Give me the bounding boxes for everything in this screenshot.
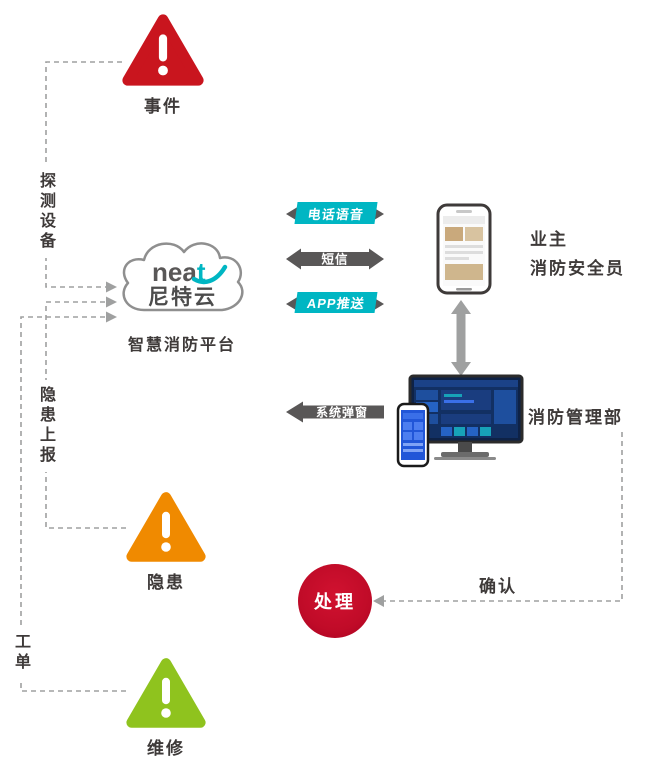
owner-label-line1: 业主 [530,230,568,249]
platform-label: 智慧消防平台 [127,337,236,354]
arrowhead-into-platform-2 [106,296,117,308]
neat-logo-text: neat [152,257,206,287]
logo-swoosh [191,264,228,285]
arrowhead-into-process [373,595,384,607]
hazard-warning-icon [126,492,206,562]
system-popup-label: 系统弹窗 [316,405,368,420]
arrowhead-into-platform-1 [106,281,117,293]
management-label: 消防管理部 [528,408,623,427]
platform-to-repair-line [20,316,126,692]
work-order-label: 工单 [10,626,32,680]
event-warning-icon [122,14,204,86]
detection-device-label: 探测设备 [35,166,57,258]
hazard-report-label: 隐患上报 [35,380,57,472]
event-to-platform-line [45,61,122,288]
repair-label: 维修 [147,739,185,758]
management-to-process-line [384,432,623,602]
management-monitor-icon [396,374,524,468]
arrowhead-into-platform-3 [106,311,117,323]
process-label: 处理 [314,592,356,612]
owner-management-sync-arrow [451,300,471,376]
owner-label-line2: 消防安全员 [530,258,625,278]
process-circle: 处理 [298,564,372,638]
owner-phone-icon [436,203,492,295]
hazard-label: 隐患 [147,573,185,592]
event-label: 事件 [144,97,182,116]
repair-warning-icon [126,658,206,728]
system-popup-arrow: 系统弹窗 [286,401,384,423]
management-phone-icon [396,402,430,468]
sms-arrow: 短信 [286,248,384,270]
phone-voice-label: 电话语音 [294,202,378,224]
platform-cloud-logo: neat 尼特云 [122,242,244,312]
owner-label: 业主 消防安全员 [530,226,625,284]
app-push-label: APP推送 [294,292,378,313]
logo-cjk-text: 尼特云 [148,285,217,309]
confirm-label: 确认 [479,577,517,596]
sms-label: 短信 [321,252,348,267]
